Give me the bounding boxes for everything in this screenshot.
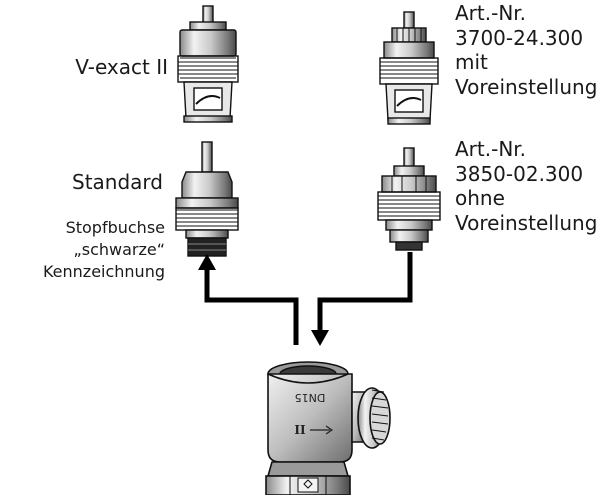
valve-roman-marking: II [294,423,306,437]
insert-standard-icon [176,142,238,256]
insert-vexact-icon [178,6,238,122]
valve-dn-marking: DN15 [295,391,326,404]
arrow-up-to-standard [207,268,296,345]
insert-3700-icon [380,12,438,124]
arrow-down-head [311,330,329,346]
arrow-down-from-3850 [320,252,410,332]
valve-body-icon [266,362,390,495]
insert-3850-icon [378,148,440,250]
